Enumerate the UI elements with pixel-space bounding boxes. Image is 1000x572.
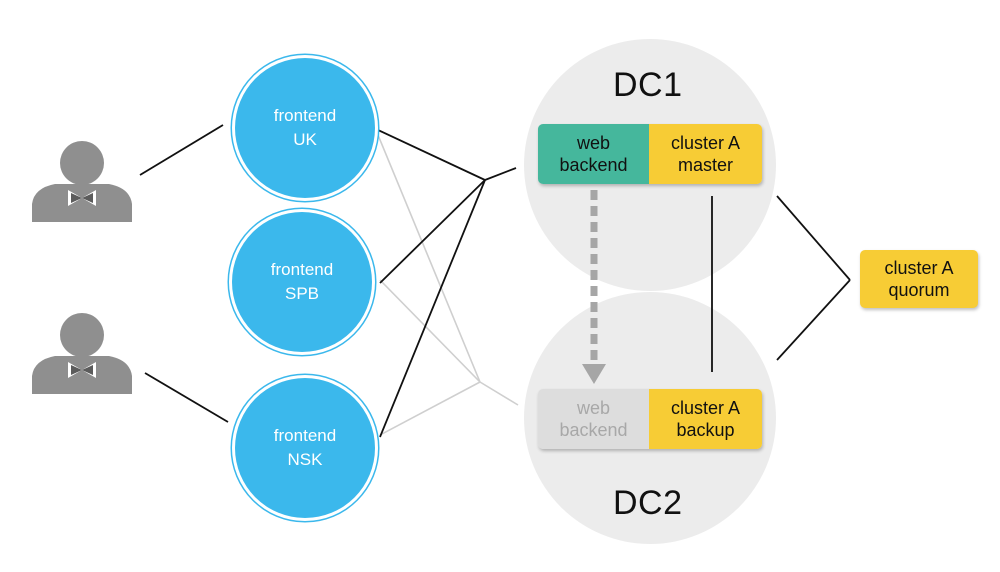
nsk-to-dc2-line bbox=[379, 381, 481, 436]
quorum-line2: quorum bbox=[888, 280, 950, 300]
dc1-cluster-line1: cluster A bbox=[670, 133, 741, 153]
master-to-quorum-line bbox=[776, 195, 851, 281]
dc2-node-pair: web backend cluster A backup bbox=[538, 389, 762, 449]
frontend-uk-line2: UK bbox=[293, 130, 317, 149]
nsk-to-dc1-line bbox=[379, 179, 486, 438]
uk-to-dc2-line bbox=[377, 134, 481, 383]
spb-to-dc2-line bbox=[379, 279, 481, 383]
dc2-cluster-line1: cluster A bbox=[670, 398, 741, 418]
dc1-web-backend-line1: web bbox=[576, 133, 611, 153]
dc1-web-backend-line2: backend bbox=[559, 155, 628, 175]
frontend-nsk-node: frontend NSK bbox=[235, 378, 375, 518]
frontend-uk-node: frontend UK bbox=[235, 58, 375, 198]
frontend-spb-node: frontend SPB bbox=[232, 212, 372, 352]
dc2-web-backend-line1: web bbox=[576, 398, 611, 418]
backup-to-quorum-line bbox=[776, 279, 851, 361]
dc2-title: DC2 bbox=[613, 484, 683, 522]
frontend-spb-line1: frontend bbox=[270, 260, 334, 279]
dc1-title: DC1 bbox=[613, 66, 683, 104]
quorum-line1: cluster A bbox=[884, 258, 954, 278]
cluster-quorum-node: cluster A quorum bbox=[860, 250, 978, 308]
user1-to-uk-line bbox=[139, 124, 224, 176]
dc2-cluster-line2: backup bbox=[676, 420, 735, 440]
inactive-connections bbox=[377, 134, 519, 436]
user2-to-nsk-line bbox=[144, 372, 229, 423]
dc2-web-backend: web backend bbox=[538, 389, 649, 449]
dc1-cluster-line2: master bbox=[677, 155, 733, 175]
active-connections bbox=[139, 124, 851, 438]
replication-arrow bbox=[582, 190, 606, 384]
spb-to-dc1-line bbox=[379, 179, 486, 284]
frontend-nsk-line2: NSK bbox=[287, 450, 323, 469]
frontend-spb-line2: SPB bbox=[284, 284, 320, 303]
user-icon bbox=[32, 313, 132, 394]
frontend-uk-line1: frontend bbox=[273, 106, 337, 125]
dc2-cluster-backup: cluster A backup bbox=[649, 389, 762, 449]
dc1-node-pair: web backend cluster A master bbox=[538, 124, 762, 184]
user-icon bbox=[32, 141, 132, 222]
uk-to-dc1-line bbox=[377, 129, 486, 181]
dc1-web-backend: web backend bbox=[538, 124, 649, 184]
dc1-junction-line bbox=[484, 167, 517, 181]
dc2-junction-line bbox=[479, 381, 519, 406]
dc1-cluster-master: cluster A master bbox=[649, 124, 762, 184]
frontend-nsk-line1: frontend bbox=[273, 426, 337, 445]
dc2-web-backend-line2: backend bbox=[559, 420, 628, 440]
